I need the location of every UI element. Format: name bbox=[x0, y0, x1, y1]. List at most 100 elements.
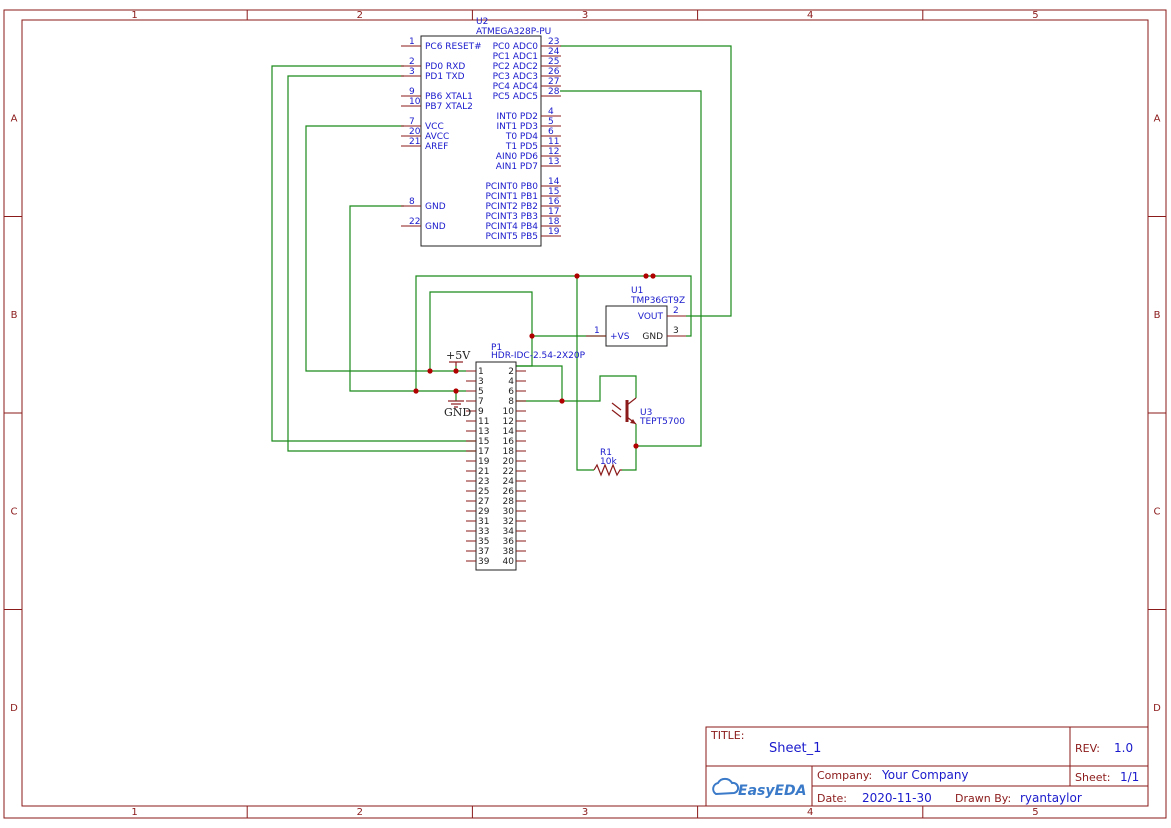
zone-column-label: 3 bbox=[582, 807, 588, 818]
u2-pin-name: PCINT2 PB2 bbox=[485, 202, 538, 212]
company-value: Your Company bbox=[881, 768, 969, 782]
p1-pin-num: 8 bbox=[508, 397, 514, 407]
component-r1[interactable]: R1 10k bbox=[593, 448, 622, 477]
u2-pin-num: 23 bbox=[548, 37, 559, 47]
u2-pin-name: PC4 ADC4 bbox=[493, 82, 539, 92]
u2-pin-num: 12 bbox=[548, 147, 559, 157]
wire-gnd-p1-6 bbox=[349, 205, 466, 392]
u3-value: TEPT5700 bbox=[639, 417, 685, 427]
p1-pin-num: 12 bbox=[503, 417, 514, 427]
wire-resistor-emitter bbox=[622, 424, 637, 471]
zone-row-label: A bbox=[1154, 113, 1161, 124]
date-value: 2020-11-30 bbox=[862, 791, 932, 805]
u1-pin-name: +VS bbox=[610, 332, 630, 342]
company-label: Company: bbox=[817, 769, 872, 782]
p1-pin-num: 40 bbox=[503, 557, 515, 567]
wire-vcc-p1-1 bbox=[305, 125, 466, 372]
p1-pin-num: 17 bbox=[478, 447, 489, 457]
u2-pin-name: T0 PD4 bbox=[505, 132, 538, 142]
p1-pin-num: 7 bbox=[478, 397, 484, 407]
p1-pin-num: 39 bbox=[478, 557, 490, 567]
zone-column-label: 2 bbox=[357, 10, 363, 21]
component-p1[interactable]: P1 HDR-IDC-2.54-2X20P 135791113151719212… bbox=[466, 343, 586, 571]
u2-pin-name: PC0 ADC0 bbox=[493, 42, 539, 52]
junction-dot bbox=[453, 388, 459, 394]
r1-ref: R1 bbox=[600, 448, 612, 458]
u2-pin-num: 16 bbox=[548, 197, 560, 207]
u2-pin-name: PCINT0 PB0 bbox=[485, 182, 538, 192]
date-label: Date: bbox=[817, 792, 847, 805]
u2-pin-name: AIN1 PD7 bbox=[496, 162, 538, 172]
u2-pin-name: PCINT3 PB3 bbox=[485, 212, 538, 222]
wire-rail-resistor bbox=[576, 276, 594, 471]
u2-pin-num: 1 bbox=[409, 37, 415, 47]
u2-pin-name: PD1 TXD bbox=[425, 72, 465, 82]
p1-pin-num: 1 bbox=[478, 367, 484, 377]
junction-dot bbox=[559, 398, 565, 404]
u2-pin-name: PC1 ADC1 bbox=[493, 52, 538, 62]
zone-row-label: B bbox=[11, 310, 18, 321]
u2-pin-name: PD0 RXD bbox=[425, 62, 465, 72]
p1-pin-num: 37 bbox=[478, 547, 489, 557]
power-gnd[interactable]: GND bbox=[444, 400, 471, 419]
p1-pin-num: 4 bbox=[508, 377, 514, 387]
u2-pin-num: 26 bbox=[548, 67, 560, 77]
u2-pin-name: INT0 PD2 bbox=[496, 112, 538, 122]
zone-column-label: 3 bbox=[582, 10, 588, 21]
u2-pin-num: 18 bbox=[548, 217, 560, 227]
p1-value: HDR-IDC-2.54-2X20P bbox=[491, 351, 586, 361]
junction-dot bbox=[643, 273, 649, 279]
u2-pin-name: PC6 RESET# bbox=[425, 42, 482, 52]
u2-pin-num: 19 bbox=[548, 227, 560, 237]
zone-row-label: C bbox=[11, 506, 18, 517]
zone-dividers bbox=[4, 10, 1166, 818]
p1-pin-num: 35 bbox=[478, 537, 489, 547]
wire-adc0-vout bbox=[560, 45, 732, 317]
u1-ref: U1 bbox=[631, 286, 643, 296]
u2-pin-num: 6 bbox=[548, 127, 554, 137]
p1-body bbox=[475, 361, 517, 571]
u2-pin-num: 3 bbox=[409, 67, 415, 77]
component-u3[interactable]: U3 TEPT5700 bbox=[611, 397, 685, 427]
p1-pin-num: 28 bbox=[503, 497, 515, 507]
p1-pin-num: 30 bbox=[503, 507, 515, 517]
power-vcc[interactable]: +5V bbox=[446, 349, 471, 366]
u2-pin-num: 27 bbox=[548, 77, 559, 87]
p1-pin-num: 2 bbox=[508, 367, 514, 377]
u2-pin-name: PCINT4 PB4 bbox=[485, 222, 538, 232]
wire-p1-8 bbox=[516, 365, 563, 402]
p1-pin-num: 36 bbox=[503, 537, 515, 547]
u2-pin-name: PC3 ADC3 bbox=[493, 72, 538, 82]
u3-ref: U3 bbox=[640, 408, 652, 418]
junction-dot bbox=[574, 273, 580, 279]
u3-collector bbox=[626, 397, 637, 406]
p1-pin-num: 33 bbox=[478, 527, 489, 537]
p1-pin-num: 6 bbox=[508, 387, 514, 397]
component-u1[interactable]: U1 TMP36GT9Z 1 +VS 2 VOUT 3 GND bbox=[586, 286, 686, 347]
p1-pin-num: 18 bbox=[503, 447, 515, 457]
vcc-label: +5V bbox=[446, 349, 471, 362]
u2-body bbox=[420, 35, 542, 247]
p1-pin-num: 5 bbox=[478, 387, 484, 397]
u2-pin-name: VCC bbox=[425, 122, 444, 132]
junction-dot bbox=[453, 368, 459, 374]
wire-rxd-p1-16 bbox=[271, 65, 516, 442]
u2-pin-num: 20 bbox=[409, 127, 421, 137]
u2-pin-num: 22 bbox=[409, 217, 420, 227]
u2-pin-num: 11 bbox=[548, 137, 559, 147]
u2-pin-num: 17 bbox=[548, 207, 559, 217]
u1-pin-name: VOUT bbox=[638, 312, 664, 322]
u2-pin-name: PC5 ADC5 bbox=[493, 92, 538, 102]
p1-pin-num: 3 bbox=[478, 377, 484, 387]
u3-light-arrow bbox=[611, 409, 622, 418]
junction-dot bbox=[650, 273, 656, 279]
junction-dot bbox=[413, 388, 419, 394]
u2-pin-num: 4 bbox=[548, 107, 554, 117]
u2-pin-num: 25 bbox=[548, 57, 559, 67]
wire-adc5-sensor bbox=[560, 90, 702, 447]
wire-txd-p1-18 bbox=[287, 75, 516, 452]
rev-value: 1.0 bbox=[1114, 741, 1133, 755]
